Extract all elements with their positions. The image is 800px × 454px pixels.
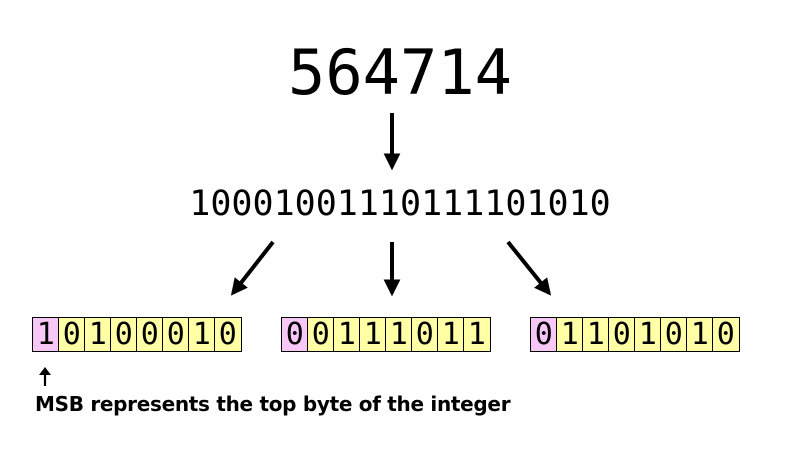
integer-value: 564714 bbox=[288, 36, 512, 109]
bit-cell: 1 bbox=[556, 317, 584, 352]
bit-cell: 1 bbox=[385, 317, 413, 352]
bit-cell: 1 bbox=[359, 317, 387, 352]
bit-cell: 0 bbox=[411, 317, 439, 352]
msb-bit-cell: 0 bbox=[530, 317, 558, 352]
bit-cell: 0 bbox=[608, 317, 636, 352]
msb-note: MSB represents the top byte of the integ… bbox=[35, 392, 511, 416]
bit-cell: 1 bbox=[333, 317, 361, 352]
bit-cell: 0 bbox=[136, 317, 164, 352]
arrow-to-byte-1 bbox=[230, 240, 275, 296]
msb-pointer-arrow-icon bbox=[39, 367, 51, 386]
bit-cell: 0 bbox=[307, 317, 335, 352]
bit-cell: 1 bbox=[188, 317, 216, 352]
bit-cell: 0 bbox=[162, 317, 190, 352]
bit-cell: 1 bbox=[463, 317, 491, 352]
bit-cell: 1 bbox=[582, 317, 610, 352]
arrow-to-byte-3 bbox=[506, 240, 552, 296]
bit-cell: 0 bbox=[214, 317, 242, 352]
binary-value: 10001001110111101010 bbox=[189, 184, 611, 224]
bit-cell: 0 bbox=[58, 317, 86, 352]
bit-cell: 0 bbox=[712, 317, 740, 352]
bit-cell: 1 bbox=[686, 317, 714, 352]
bit-cell: 0 bbox=[110, 317, 138, 352]
bit-cell: 1 bbox=[634, 317, 662, 352]
bit-cell: 0 bbox=[660, 317, 688, 352]
msb-bit-cell: 1 bbox=[32, 317, 60, 352]
bit-cell: 1 bbox=[437, 317, 465, 352]
msb-bit-cell: 0 bbox=[281, 317, 309, 352]
bit-cell: 1 bbox=[84, 317, 112, 352]
